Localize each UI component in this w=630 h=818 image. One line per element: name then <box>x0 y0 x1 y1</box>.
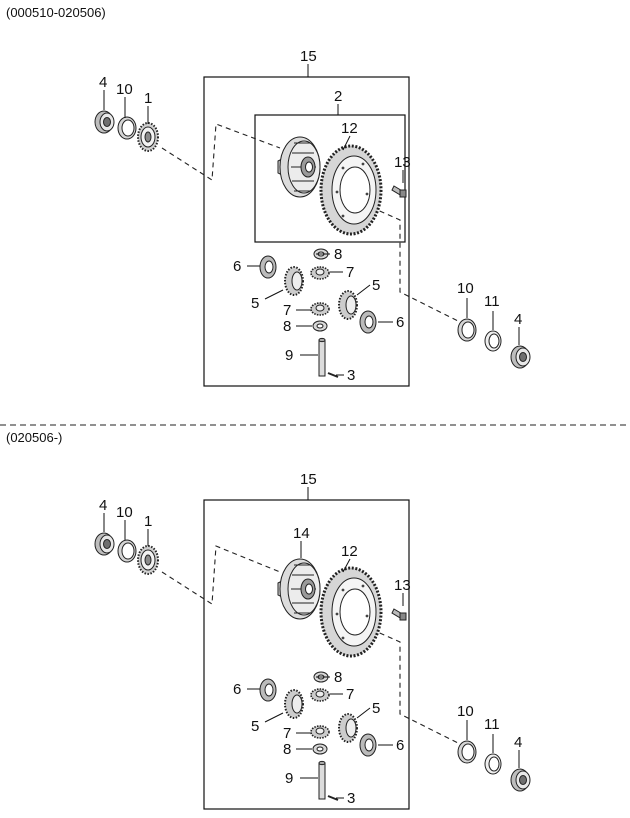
case-14 <box>277 558 321 620</box>
label-14: 14 <box>293 525 310 542</box>
label-15-top: 15 <box>300 48 317 65</box>
label-2: 2 <box>334 88 342 105</box>
label-7-bottom-b: 7 <box>283 725 291 742</box>
label-4-bottom-left: 4 <box>99 497 107 514</box>
label-4-top-left: 4 <box>99 74 107 91</box>
label-11-top: 11 <box>484 293 500 310</box>
label-1-bottom: 1 <box>144 513 152 530</box>
washer-6-lower <box>359 310 377 334</box>
inner-frame-2 <box>254 114 406 243</box>
shim-11 <box>484 330 502 352</box>
pinion-7-top <box>310 266 330 280</box>
label-4-top-right: 4 <box>514 311 522 328</box>
label-5-bottom-a: 5 <box>251 718 259 735</box>
label-8-bottom-a: 8 <box>334 669 342 686</box>
label-13-bottom: 13 <box>394 577 411 594</box>
label-6-top-a: 6 <box>233 258 241 275</box>
bolt-13 <box>391 185 407 198</box>
label-10-top-left: 10 <box>116 81 133 98</box>
label-6-top-b: 6 <box>396 314 404 331</box>
label-5-top-b: 5 <box>372 277 380 294</box>
label-11-bottom: 11 <box>484 716 500 733</box>
pinion-7-lower <box>310 302 330 316</box>
washer-6-top-bottom <box>259 678 277 702</box>
pinion-7-top-bottom <box>310 688 330 702</box>
label-7-top-a: 7 <box>346 264 354 281</box>
gear-1-bottom <box>137 545 159 575</box>
small-washer-8-lower-bottom <box>312 743 328 755</box>
label-8-bottom-b: 8 <box>283 741 291 758</box>
label-3-bottom: 3 <box>347 790 355 807</box>
washer-6-top <box>259 255 277 279</box>
label-4-bottom-right: 4 <box>514 734 522 751</box>
ring-gear-12 <box>319 144 383 236</box>
label-10-bottom-right: 10 <box>457 703 474 720</box>
pin-9-bottom <box>318 760 326 800</box>
small-washer-8-lower <box>312 320 328 332</box>
side-gear-5-lower-bottom <box>338 713 358 743</box>
bolt-13-bottom <box>391 608 407 621</box>
label-13-top: 13 <box>394 154 411 171</box>
ring-gear-12-bottom <box>319 566 383 658</box>
label-9-top: 9 <box>285 347 293 364</box>
label-6-bottom-b: 6 <box>396 737 404 754</box>
race-10-left-bottom <box>117 539 137 563</box>
bearing-4-left-bottom <box>94 532 115 556</box>
label-8-top-a: 8 <box>334 246 342 263</box>
label-8-top-b: 8 <box>283 318 291 335</box>
label-3-top: 3 <box>347 367 355 384</box>
label-1-top: 1 <box>144 90 152 107</box>
washer-6-lower-bottom <box>359 733 377 757</box>
label-5-bottom-b: 5 <box>372 700 380 717</box>
outer-frame-15 <box>203 76 410 387</box>
outer-frame-15-bottom <box>203 499 410 810</box>
label-10-top-right: 10 <box>457 280 474 297</box>
label-7-bottom-a: 7 <box>346 686 354 703</box>
label-7-top-b: 7 <box>283 302 291 319</box>
label-12-top: 12 <box>341 120 358 137</box>
top-date-range-caption: (000510-020506) <box>6 5 106 20</box>
race-10-right-bottom <box>457 740 477 764</box>
race-10-right <box>457 318 477 342</box>
side-gear-5-top <box>284 266 304 296</box>
label-5-top-a: 5 <box>251 295 259 312</box>
side-gear-5-lower <box>338 290 358 320</box>
label-10-bottom-left: 10 <box>116 504 133 521</box>
assembly-top: 15 2 4 10 1 12 13 8 6 7 5 5 7 8 6 9 3 10… <box>94 48 531 387</box>
case-assembly <box>277 136 321 198</box>
race-10-left <box>117 116 137 140</box>
pin-9 <box>318 337 326 377</box>
label-12-bottom: 12 <box>341 543 358 560</box>
gear-1 <box>137 122 159 152</box>
side-gear-5-top-bottom <box>284 689 304 719</box>
label-6-bottom-a: 6 <box>233 681 241 698</box>
assembly-bottom: 15 14 4 10 1 12 13 8 6 7 5 5 7 8 6 9 3 1… <box>94 471 531 810</box>
bearing-4-right <box>510 345 531 369</box>
pinion-7-lower-bottom <box>310 725 330 739</box>
bearing-4-right-bottom <box>510 768 531 792</box>
middle-date-range-caption: (020506-) <box>6 430 63 445</box>
label-9-bottom: 9 <box>285 770 293 787</box>
bearing-4-left <box>94 110 115 134</box>
shim-11-bottom <box>484 753 502 775</box>
label-15-bottom: 15 <box>300 471 317 488</box>
